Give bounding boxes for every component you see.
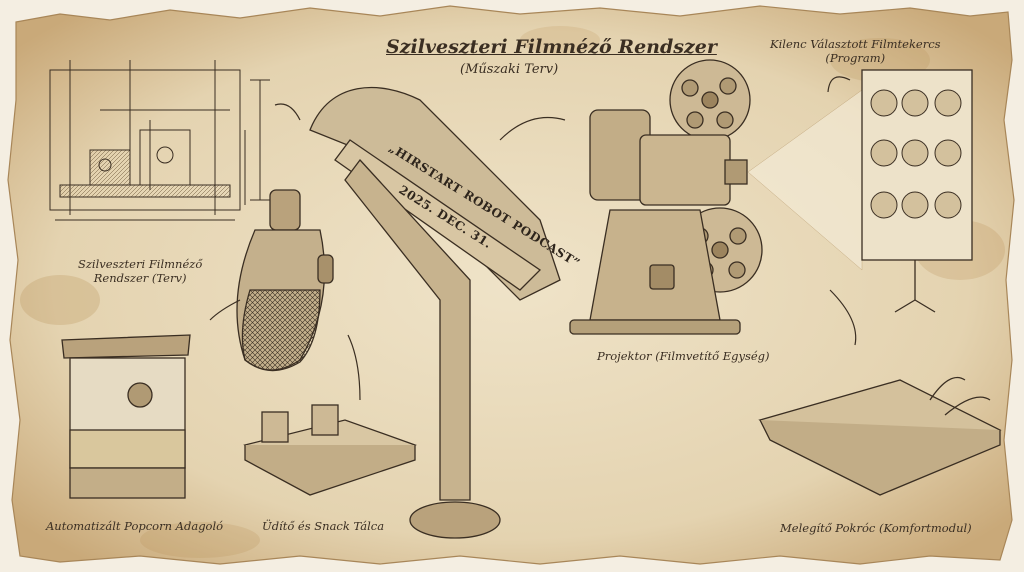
reels-label-line2: (Program) [825,50,886,65]
reels-label-line1: Kilenc Választott Filmtekercs [770,37,941,51]
stain-1 [20,275,100,325]
blanket-label: Melegítő Pokróc (Komfortmodul) [780,521,972,535]
popcorn-machine-drawing [61,334,191,499]
projector-drawing [569,59,763,335]
popcorn-label: Automatizált Popcorn Adagoló [46,519,224,533]
blueprint-label: Szilveszteri Filmnéző Rendszer (Terv) [78,257,203,286]
blueprint-drawing [49,60,270,221]
film-reels-grid [870,89,962,219]
blueprint-label-line1: Szilveszteri Filmnéző [78,257,203,271]
tray-label: Üdítő és Snack Tálca [262,519,385,533]
blanket-drawing [758,376,1002,496]
reels-label: Kilenc Választott Filmtekercs (Program) [770,37,941,66]
page-subtitle: (Műszaki Terv) [460,62,559,77]
projector-label: Projektor (Filmvetítő Egység) [597,349,770,363]
arrows [209,76,857,401]
blueprint-label-line2: Rendszer (Terv) [93,270,187,285]
stain-4 [140,522,260,558]
stain-5 [520,26,600,54]
microphone-boom [236,86,561,539]
page-title: Szilveszteri Filmnéző Rendszer [386,36,717,58]
snack-tray-drawing [243,404,417,496]
